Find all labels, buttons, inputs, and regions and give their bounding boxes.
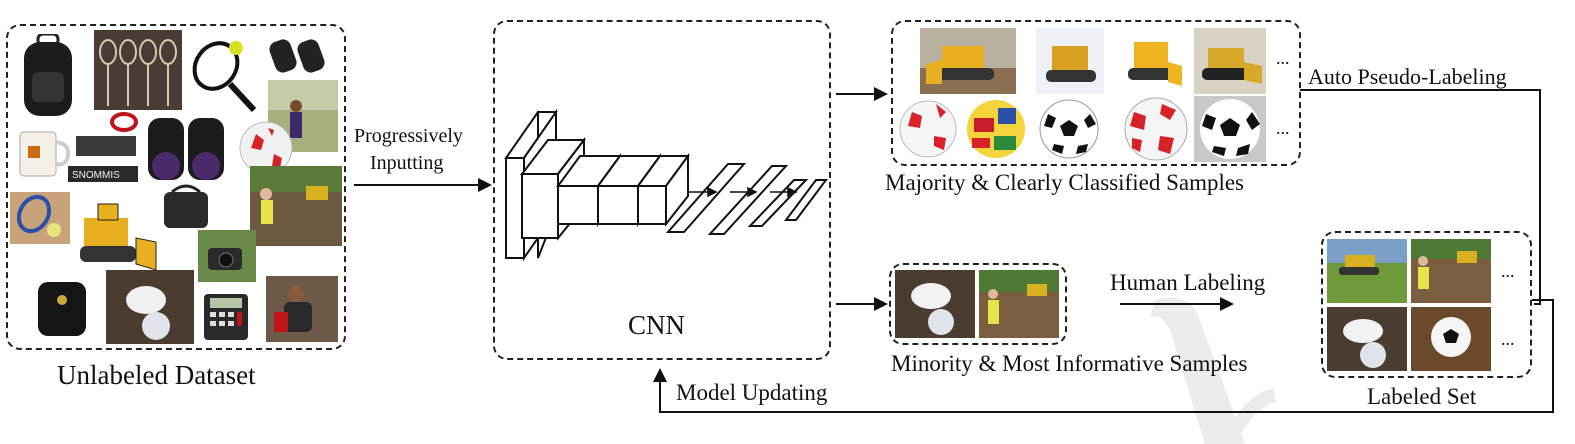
dog-photo-icon <box>106 270 194 344</box>
cnn-label: CNN <box>628 310 686 340</box>
human-labeling-label: Human Labeling <box>1110 270 1266 295</box>
soccer-ball-icon <box>234 120 298 176</box>
bulldozer-icon <box>70 198 160 278</box>
minority-samples-box <box>889 263 1067 345</box>
bulldozer-field-photo <box>1327 239 1407 303</box>
bulldozer-photo-4 <box>1194 28 1266 94</box>
unlabeled-image-collage: SNOMMIS <box>10 28 342 346</box>
svg-text:SNOMMIS: SNOMMIS <box>72 170 120 181</box>
unlabeled-dataset-box <box>6 24 346 350</box>
progressively-inputting-label-line1: Progressively <box>354 125 463 147</box>
kid-bulldozer-labeled-photo <box>1411 239 1491 303</box>
majority-samples-box <box>891 20 1301 166</box>
tennis-racket-icon <box>188 38 260 114</box>
labeled-set-box <box>1321 231 1532 378</box>
mug-icon <box>14 124 74 184</box>
binoculars-icon <box>264 30 334 82</box>
progressively-inputting-label-line2: Inputting <box>370 152 444 174</box>
soccer-ball-photo-3 <box>1034 98 1104 160</box>
rackets-icon <box>94 30 182 110</box>
majority-samples-label: Majority & Clearly Classified Samples <box>885 170 1245 195</box>
dog-ball-photo <box>895 270 975 338</box>
soccer-ball-photo-1 <box>898 98 958 160</box>
labeled-row1-ellipsis: ... <box>1501 261 1515 281</box>
labeled-set-label: Labeled Set <box>1367 384 1477 409</box>
kid-bulldozer-photo-icon <box>250 166 342 246</box>
minority-samples-label: Minority & Most Informative Samples <box>891 351 1248 376</box>
labeled-image-grid: ... ... <box>1327 237 1527 373</box>
cnn-box <box>493 20 831 360</box>
minority-image-grid <box>895 268 1061 340</box>
racket-photo-icon <box>10 192 70 244</box>
soccer-ball-photo-2 <box>964 98 1028 160</box>
majority-row2-ellipsis: ... <box>1276 118 1290 138</box>
bulldozer-photo-2 <box>1036 28 1104 94</box>
backpack-small-icon <box>32 276 92 340</box>
backpack-icon <box>14 34 82 122</box>
bulldozer-photo-3 <box>1120 28 1186 94</box>
soccer-ball-labeled-photo <box>1411 307 1491 371</box>
majority-image-grid: ... ... <box>898 26 1298 162</box>
dog-ball-labeled-photo <box>1327 307 1407 371</box>
big-binoculars-icon <box>140 108 232 196</box>
soccer-ball-photo-4 <box>1120 96 1192 162</box>
labeled-row2-ellipsis: ... <box>1501 329 1515 349</box>
majority-row1-ellipsis: ... <box>1276 48 1290 68</box>
kid-bulldozer-photo <box>979 270 1059 338</box>
soccer-ball-photo-5 <box>1194 96 1266 162</box>
logo-card-icon: SNOMMIS <box>66 108 142 188</box>
calculator-icon <box>200 290 252 344</box>
bulldozer-photo-1 <box>920 28 1016 94</box>
unlabeled-dataset-label: Unlabeled Dataset <box>57 360 256 390</box>
auto-pseudo-labeling-label: Auto Pseudo-Labeling <box>1308 64 1507 89</box>
model-updating-label: Model Updating <box>676 380 828 405</box>
camera-icon <box>198 230 256 282</box>
camera-bag-icon <box>160 180 212 232</box>
girl-backpack-photo-icon <box>266 276 338 342</box>
